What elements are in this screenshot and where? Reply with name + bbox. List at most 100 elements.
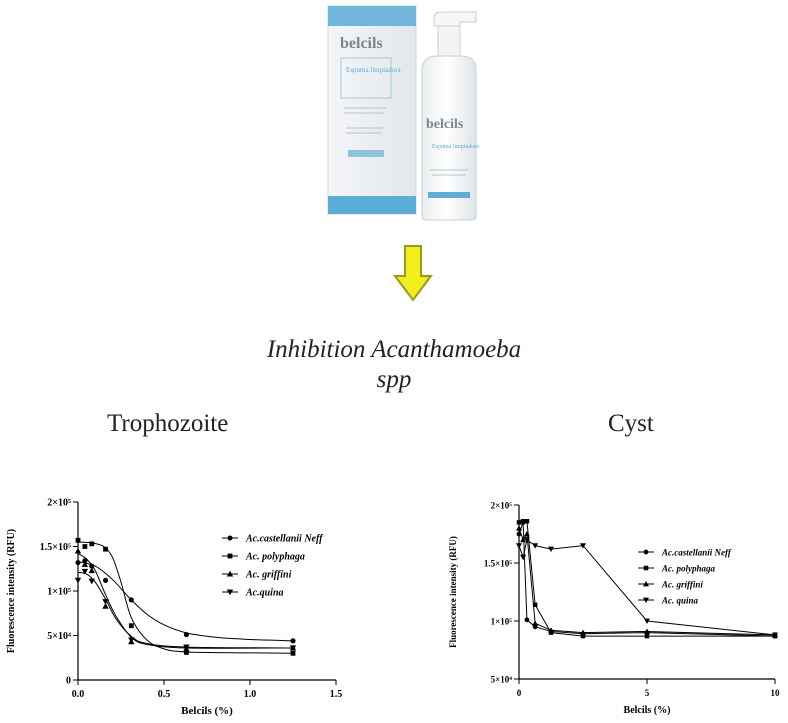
- data-point: [103, 546, 108, 552]
- legend-label: Ac. polyphaga: [661, 564, 715, 574]
- data-point: [289, 645, 297, 652]
- legend-label: Ac. griffini: [245, 570, 292, 581]
- data-point: [644, 633, 650, 639]
- data-point: [524, 617, 530, 623]
- box-brand-text: belcils: [340, 35, 383, 52]
- y-tick-label: 5×10⁴: [491, 675, 513, 685]
- legend-marker: [226, 589, 234, 596]
- trophozoite-title: Trophozoite: [107, 410, 229, 437]
- data-point: [102, 602, 109, 609]
- y-tick-label: 1×10⁵: [491, 617, 513, 627]
- legend-marker: [226, 570, 234, 577]
- legend-marker: [227, 553, 233, 559]
- data-point: [548, 546, 554, 553]
- y-tick-label: 1×10⁵: [47, 587, 71, 598]
- data-point: [81, 568, 89, 575]
- y-tick-label: 0: [66, 676, 71, 687]
- data-point: [82, 544, 88, 549]
- data-point: [520, 536, 527, 543]
- legend-label: Ac. polyphaga: [245, 552, 305, 563]
- data-point: [516, 525, 522, 531]
- legend-marker: [643, 565, 649, 571]
- data-point: [128, 623, 134, 629]
- data-point: [290, 650, 296, 656]
- bottle-brand-text: belcils: [426, 117, 464, 132]
- box-label-text: Espuma limpiadora: [346, 66, 402, 74]
- data-point: [88, 578, 95, 585]
- data-point: [102, 599, 109, 605]
- data-point: [644, 618, 650, 624]
- data-point: [74, 547, 82, 554]
- series-line: [77, 541, 294, 654]
- data-point: [580, 633, 586, 639]
- series-0: [75, 558, 296, 644]
- heading-line1: Inhibition Acanthamoeba: [266, 336, 522, 363]
- x-axis-label: Belcils (%): [181, 705, 233, 717]
- data-point: [523, 531, 530, 537]
- bottle-label-text: Espuma limpiadora: [432, 144, 479, 150]
- data-point: [580, 543, 586, 549]
- product-bottle: belcils Espuma limpiadora: [421, 11, 479, 221]
- legend-label: Ac.castellanii Neff: [661, 548, 732, 558]
- data-point: [81, 561, 89, 567]
- data-point: [532, 602, 538, 608]
- series-2: [516, 525, 778, 638]
- series-line: [77, 561, 294, 642]
- legend-marker: [643, 549, 649, 555]
- data-point: [516, 520, 522, 525]
- series-1: [75, 537, 296, 656]
- y-tick-label: 2×10⁵: [491, 501, 513, 511]
- data-point: [580, 629, 586, 635]
- y-axis-label: Fluorescence intensity (RFU): [448, 536, 458, 648]
- series-3: [74, 568, 297, 652]
- y-tick-label: 1.5×10⁵: [40, 542, 71, 553]
- data-point: [183, 632, 189, 638]
- data-point: [532, 620, 539, 626]
- legend-marker: [643, 581, 649, 587]
- x-tick-label: 0.5: [158, 689, 171, 700]
- legend-label: Ac.quina: [245, 588, 284, 599]
- data-point: [102, 577, 109, 583]
- data-point: [523, 537, 530, 543]
- x-axis-label: Belcils (%): [624, 705, 671, 716]
- data-point: [88, 567, 95, 574]
- data-point: [548, 627, 554, 633]
- y-tick-label: 5×10⁴: [47, 631, 71, 642]
- data-point: [75, 559, 81, 566]
- data-point: [772, 632, 778, 638]
- x-tick-label: 0.0: [72, 689, 85, 700]
- legend-marker: [643, 597, 649, 603]
- legend-marker: [227, 535, 233, 541]
- product-image: belcils Espuma limpiadora belcils Espuma…: [327, 5, 479, 221]
- data-point: [520, 554, 527, 561]
- data-point: [128, 597, 134, 603]
- data-point: [89, 541, 95, 547]
- x-tick-label: 5: [645, 688, 650, 698]
- legend-label: Ac. quina: [661, 596, 699, 606]
- legend-label: Ac.castellanii Neff: [245, 534, 324, 545]
- x-tick-label: 10: [771, 688, 781, 698]
- product-box: belcils Espuma limpiadora: [327, 5, 417, 215]
- cyst-title: Cyst: [608, 410, 654, 437]
- x-tick-label: 1.0: [244, 689, 257, 700]
- heading-line2: spp: [376, 366, 412, 393]
- data-point: [520, 518, 526, 524]
- data-point: [524, 518, 530, 524]
- data-point: [82, 558, 88, 564]
- y-axis-label: Fluorescence intensity (RFU): [6, 529, 17, 653]
- x-tick-label: 0: [517, 688, 522, 698]
- data-point: [128, 637, 135, 644]
- data-point: [532, 543, 539, 549]
- data-point: [74, 577, 82, 584]
- data-point: [516, 543, 522, 549]
- data-point: [644, 628, 650, 634]
- y-tick-label: 2×10⁵: [47, 498, 71, 509]
- data-point: [183, 650, 189, 655]
- legend-label: Ac. griffini: [661, 580, 703, 590]
- series-3: [516, 537, 778, 638]
- data-point: [183, 644, 190, 651]
- data-point: [75, 537, 81, 543]
- data-point: [290, 638, 296, 644]
